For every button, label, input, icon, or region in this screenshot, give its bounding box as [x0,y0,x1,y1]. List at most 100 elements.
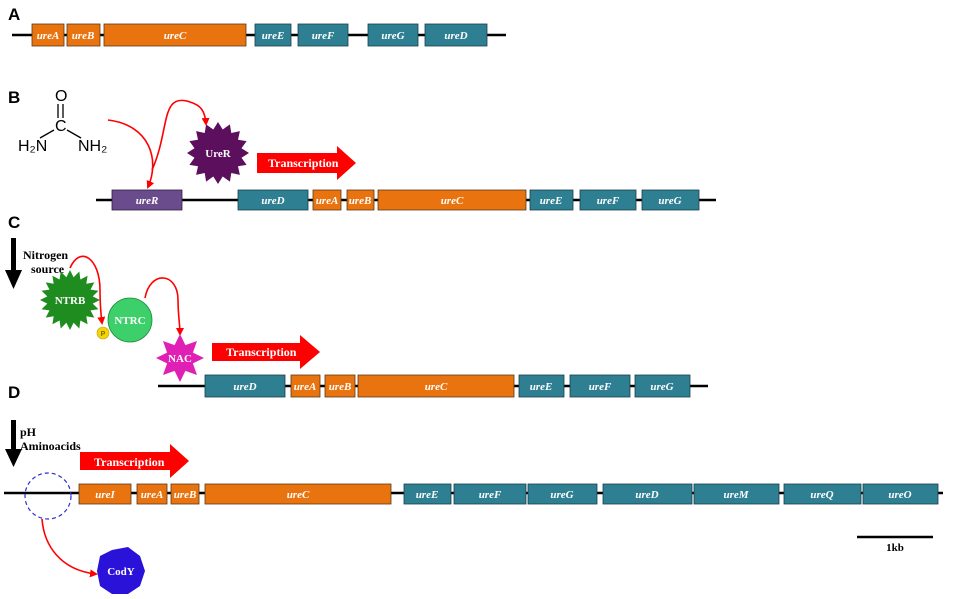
gene-block: ureE [529,189,574,211]
cody-binding-arrow [41,518,98,578]
gene-label: ureF [479,489,502,501]
gene-block: ureA [31,23,65,47]
panel-d-genes: ureI ureA ureB ureC ureE ureF ureG ureD … [78,483,939,505]
gene-label: ureG [381,30,404,42]
gene-label: ureR [136,195,159,207]
panel-d-label: D [8,383,20,402]
urer-protein-star [187,122,249,184]
gene-label: ureC [287,489,310,501]
panel-b-label: B [8,88,20,107]
ph-signal-arrow [5,420,22,467]
gene-block: ureG [634,374,691,398]
phosphate-group [96,326,110,340]
gene-label: ureA [294,381,317,393]
gene-block: ureF [569,374,631,398]
gene-block: ureF [453,483,527,505]
gene-block: ureG [367,23,419,47]
gene-label: ureB [329,381,352,393]
gene-block: ureD [204,374,286,398]
gene-block: ureB [346,189,375,211]
urer-protein-label: UreR [205,148,232,160]
gene-label: ureF [597,195,620,207]
gene-label: ureF [312,30,335,42]
gene-block: ureB [170,483,200,505]
condition-line-2: Aminoacids [20,439,81,453]
gene-label: ureB [349,195,372,207]
gene-block: ureA [290,374,321,398]
gene-label: ureE [540,195,563,207]
transcription-label: Transcription [94,455,165,469]
panel-a-label: A [8,5,20,24]
gene-label: ureF [589,381,612,393]
gene-block: ureF [579,189,637,211]
panel-c-label: C [8,213,20,232]
ntrc-activation-arrow [144,277,184,336]
urea-amine-left: H₂N [18,138,47,155]
transcription-label: Transcription [226,345,297,359]
gene-label: ureA [37,30,60,42]
gene-block: ureQ [783,483,862,505]
gene-label: ureG [658,195,681,207]
gene-label: ureE [416,489,439,501]
cody-protein [97,547,145,594]
gene-label: ureE [530,381,553,393]
scale-bar-label: 1kb [886,542,904,554]
gene-label: ureE [262,30,285,42]
gene-label: ureA [316,195,339,207]
gene-label: ureI [95,489,115,501]
ntrb-protein-label: NTRB [55,295,86,307]
gene-block: ureE [254,23,292,47]
nac-protein-label: NAC [168,353,192,365]
condition-line-1: pH [20,425,37,439]
gene-block: ureD [237,189,309,211]
gene-block: ureC [103,23,247,47]
cody-binding-site [24,472,72,520]
gene-block: ureC [357,374,515,398]
gene-block: ureC [204,483,392,505]
gene-label: ureQ [810,489,833,501]
gene-label: ureG [550,489,573,501]
phosphate-label: P [101,331,106,338]
gene-block: ureM [693,483,780,505]
panel-c-genes: ureD ureA ureB ureC ureE ureF ureG [204,374,691,398]
ntrc-protein-label: NTRC [114,315,145,327]
ntrb-protein-star [40,270,100,330]
gene-label: ureD [233,381,256,393]
gene-block: ureA [136,483,168,505]
gene-label: ureC [425,381,448,393]
gene-block: ureD [424,23,488,47]
gene-label: ureC [164,30,187,42]
gene-block: ureG [527,483,598,505]
gene-label: ureB [72,30,95,42]
transcription-arrow [257,146,356,180]
ntrb-phosphorylation-arrow [69,255,106,325]
gene-block: ureE [518,374,565,398]
urea-oxygen: O [55,88,67,105]
gene-label: ureA [141,489,164,501]
gene-label: ureB [174,489,197,501]
urer-activation-arrow [151,99,210,171]
gene-label: ureM [723,489,749,501]
urea-carbon: C [55,118,67,135]
nitrogen-signal-arrow [5,238,22,289]
gene-block: ureF [297,23,349,47]
condition-line-2: source [31,262,65,276]
transcription-label: Transcription [268,156,339,170]
ntrc-protein [107,297,153,343]
gene-block: ureI [78,483,132,505]
panel-b-genes: ureR ureD ureA ureB ureC ureE ureF ureG [111,189,700,211]
gene-label: ureG [650,381,673,393]
gene-block: ureB [324,374,356,398]
urea-molecule: O C H₂N NH₂ [18,88,107,155]
gene-label: ureO [888,489,911,501]
cody-protein-label: CodY [107,566,135,578]
condition-line-1: Nitrogen [23,248,68,262]
gene-block: ureG [641,189,700,211]
gene-block: ureA [312,189,342,211]
transcription-arrow [212,335,320,369]
nac-protein-star [156,334,204,382]
gene-block: ureO [862,483,939,505]
gene-label: ureD [444,30,467,42]
panel-a-genes: ureA ureB ureC ureE ureF ureG ureD [31,23,488,47]
